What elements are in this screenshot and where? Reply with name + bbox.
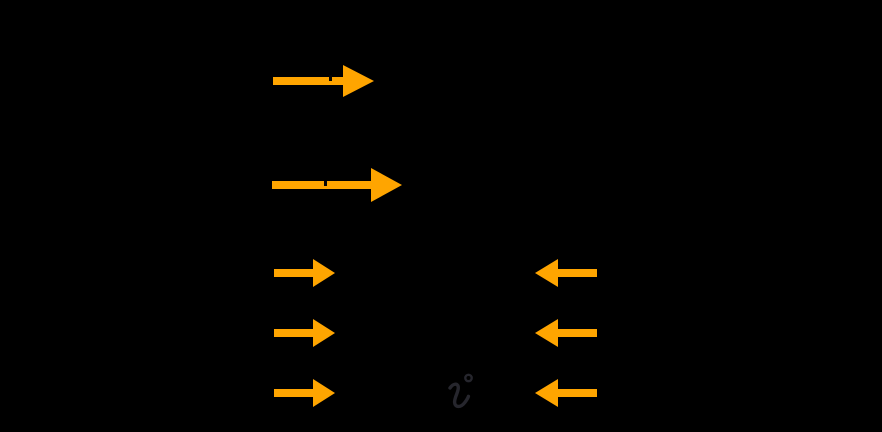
force-arrow-short-left-row2-icon bbox=[535, 319, 597, 347]
label-descender-notch bbox=[329, 75, 332, 81]
force-arrow-long-right-top-icon bbox=[273, 65, 374, 97]
force-arrow-short-left-row3-icon bbox=[535, 379, 597, 407]
force-arrow-short-left-row1-icon bbox=[535, 259, 597, 287]
force-arrow-short-right-row3-icon bbox=[274, 379, 335, 407]
force-arrow-long-right-middle-icon bbox=[272, 168, 402, 202]
force-arrow-short-right-row2-icon bbox=[274, 319, 335, 347]
label-descender-notch bbox=[324, 181, 327, 186]
force-arrow-short-right-row1-icon bbox=[274, 259, 335, 287]
script-i-glyph bbox=[448, 373, 473, 409]
